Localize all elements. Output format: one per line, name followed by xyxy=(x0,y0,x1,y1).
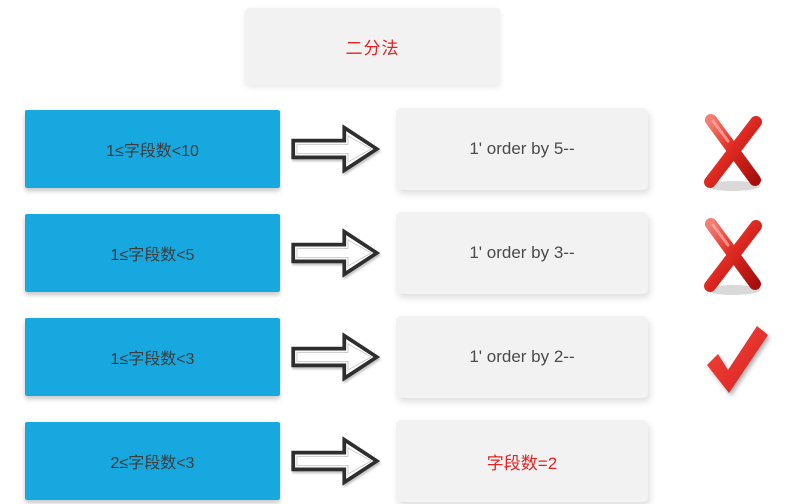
payload-label: 1' order by 2-- xyxy=(469,347,575,366)
cross-icon xyxy=(698,106,768,194)
condition-label: 1≤字段数<10 xyxy=(106,143,199,160)
payload-box-2: 1' order by 3-- xyxy=(396,212,648,294)
condition-label: 1≤字段数<5 xyxy=(110,247,195,264)
right-arrow-icon xyxy=(288,123,382,175)
diagram-title-box: 二分法 xyxy=(245,8,500,85)
right-arrow-icon xyxy=(288,331,382,383)
check-icon xyxy=(698,320,768,408)
condition-box-3: 1≤字段数<3 xyxy=(25,318,280,396)
payload-label: 1' order by 5-- xyxy=(469,139,575,158)
right-arrow-icon xyxy=(288,435,382,487)
diagram-title: 二分法 xyxy=(345,39,400,58)
condition-label: 2≤字段数<3 xyxy=(110,455,195,472)
condition-box-2: 1≤字段数<5 xyxy=(25,214,280,292)
condition-label: 1≤字段数<3 xyxy=(110,351,195,368)
conclusion-label: 字段数=2 xyxy=(486,453,558,473)
cross-icon xyxy=(698,210,768,298)
payload-box-1: 1' order by 5-- xyxy=(396,108,648,190)
conclusion-box: 字段数=2 xyxy=(396,420,648,502)
payload-label: 1' order by 3-- xyxy=(469,243,575,262)
condition-box-1: 1≤字段数<10 xyxy=(25,110,280,188)
condition-box-4: 2≤字段数<3 xyxy=(25,422,280,500)
right-arrow-icon xyxy=(288,227,382,279)
payload-box-3: 1' order by 2-- xyxy=(396,316,648,398)
